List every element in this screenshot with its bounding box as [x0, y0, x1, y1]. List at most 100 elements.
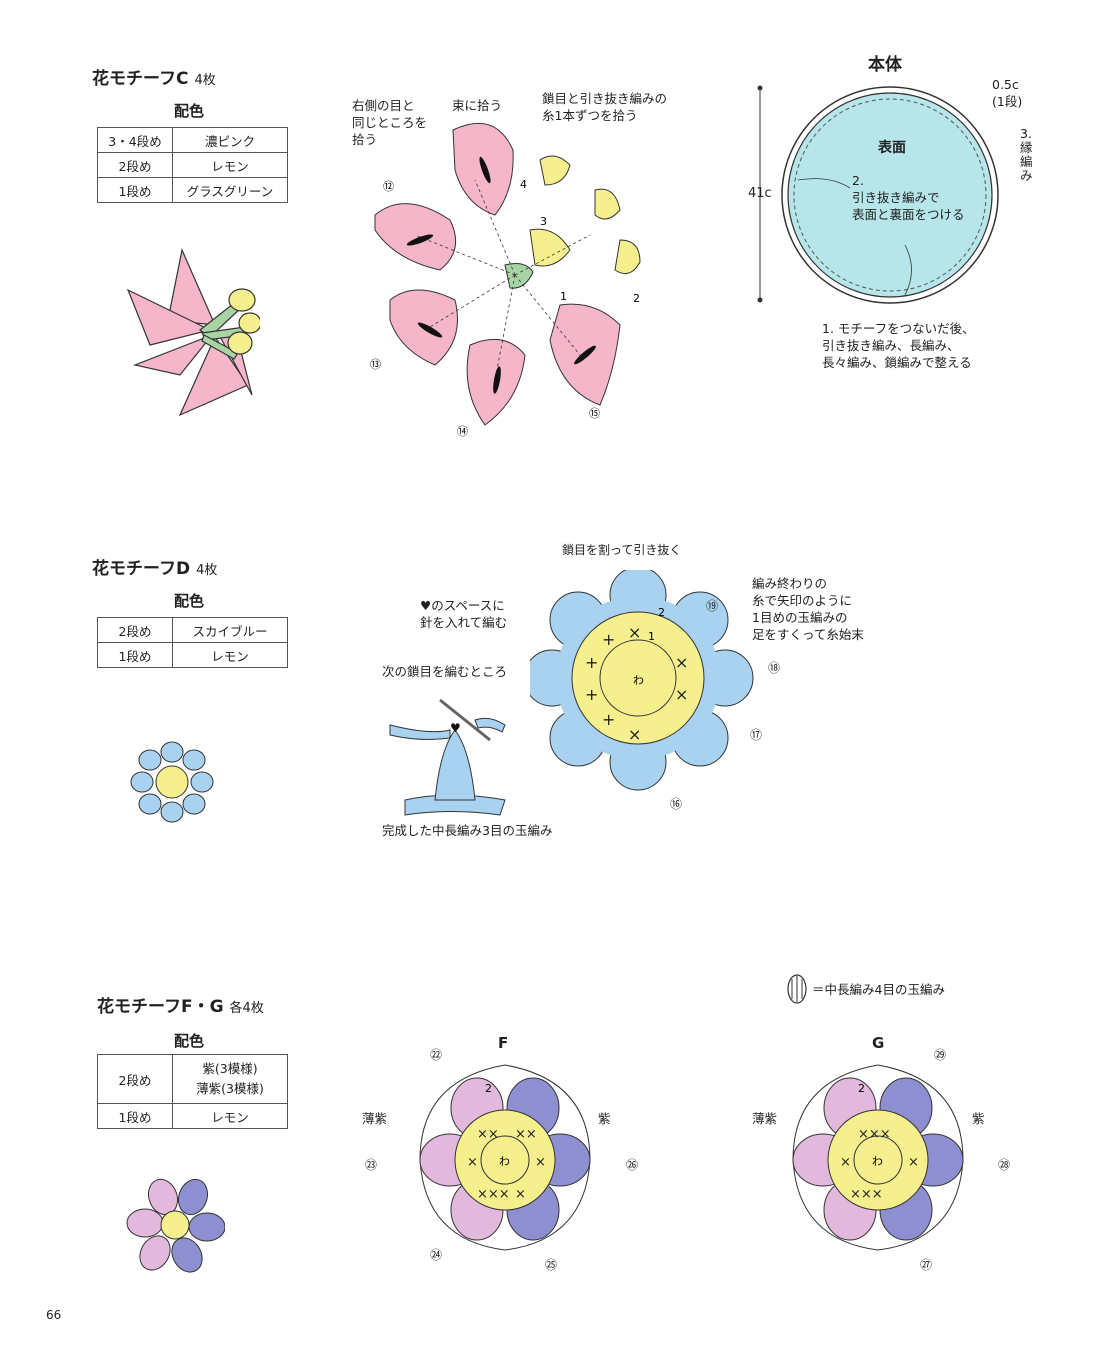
- svg-text:+: +: [585, 653, 598, 672]
- round-cell: 1段め: [97, 642, 173, 668]
- motif-d-color-table: 2段めスカイブルー 1段めレモン: [97, 617, 288, 668]
- round-cell: 1段め: [97, 177, 173, 203]
- marker-12: ⑫: [383, 180, 394, 193]
- marker-14: ⑭: [457, 425, 468, 438]
- center: [504, 263, 534, 289]
- motif-fg-color-table: 2段め紫(3模様) 薄紫(3模様) 1段めレモン: [97, 1054, 288, 1129]
- ring-label: わ: [633, 674, 644, 687]
- svg-text:+: +: [602, 710, 615, 729]
- round-cell: 1段め: [97, 1103, 173, 1129]
- svg-text:×: ×: [675, 653, 688, 672]
- motif-c-color-table: 3・4段め濃ピンク 2段めレモン 1段めグラスグリーン: [97, 127, 288, 203]
- stamen: [529, 228, 571, 267]
- motif-fg-haishoku: 配色: [173, 1032, 204, 1050]
- svg-text:×××: ×××: [477, 1187, 510, 1202]
- motif-d-flower-illustration: [130, 741, 214, 823]
- front-label: 表面: [878, 140, 906, 156]
- body-fill: [787, 92, 993, 298]
- svg-text:×: ×: [535, 1155, 546, 1170]
- note-one-strand: 鎖目と引き抜き編みの 糸1本ずつを拾う: [542, 91, 668, 123]
- round-cell: 2段め: [97, 1054, 173, 1104]
- motif-c-chart: ⑫ ⑬ ⑭ ⑮ 1 2 3 4: [370, 122, 641, 438]
- marker-29: ㉙: [934, 1048, 947, 1062]
- marker-16: ⑯: [670, 797, 683, 811]
- motif-c-count: 4枚: [194, 73, 216, 88]
- table-row: 1段めレモン: [97, 642, 288, 668]
- color-cell: 紫(3模様) 薄紫(3模様): [172, 1054, 288, 1104]
- stamen: [539, 155, 571, 186]
- color-cell: スカイブルー: [172, 617, 288, 643]
- motif-fg-title: 花モチーフF・G 各4枚: [97, 992, 264, 1017]
- table-row: 3・4段め濃ピンク: [97, 127, 288, 153]
- svg-text:×: ×: [908, 1155, 919, 1170]
- motif-c-haishoku: 配色: [173, 102, 204, 120]
- marker-25: ㉕: [545, 1258, 558, 1272]
- edge-note: 0.5c (1段): [992, 77, 1023, 109]
- center-yellow: [571, 611, 705, 745]
- note-completed: 完成した中長編み3目の玉編み: [382, 823, 553, 838]
- svg-text:+: +: [602, 630, 615, 649]
- svg-text:××: ××: [477, 1127, 499, 1142]
- note-next-chain: 次の鎖目を編むところ: [382, 664, 508, 679]
- round-2-label: 2: [485, 1082, 492, 1095]
- round-cell: 3・4段め: [97, 127, 173, 153]
- round-3-label: 3: [540, 215, 547, 228]
- svg-text:××: ××: [515, 1127, 537, 1142]
- ring-label: わ: [499, 1155, 510, 1168]
- round-2-label: 2: [658, 606, 665, 619]
- motif-f-right-color: 紫: [598, 1111, 611, 1126]
- svg-text:×: ×: [675, 685, 688, 704]
- svg-text:×××: ×××: [858, 1127, 891, 1142]
- motif-c-title-text: 花モチーフC: [92, 69, 189, 89]
- table-row: 2段め紫(3模様) 薄紫(3模様): [97, 1054, 288, 1104]
- motif-f-label: F: [498, 1034, 509, 1052]
- body-diagram: [757, 85, 999, 304]
- motif-fg-count: 各4枚: [229, 1001, 264, 1016]
- marker-22: ㉒: [430, 1048, 443, 1062]
- note-bundle: 束に拾う: [452, 98, 503, 113]
- motif-fg-title-text: 花モチーフF・G: [97, 997, 224, 1017]
- edging-note: 3. 縁 編 み: [1020, 126, 1033, 183]
- svg-text:♥: ♥: [450, 721, 461, 735]
- motif-d-title: 花モチーフD 4枚: [92, 554, 217, 579]
- marker-18: ⑱: [768, 661, 781, 675]
- note-finish: 編み終わりの 糸で矢印のように 1目めの玉編みの 足をすくって糸始末: [752, 576, 864, 642]
- page-number: 66: [46, 1308, 62, 1322]
- marker-15: ⑮: [589, 407, 600, 420]
- note-heart-space: ♥のスペースに 針を入れて編む: [420, 598, 508, 630]
- marker-17: ⑰: [750, 728, 763, 742]
- ring: [599, 639, 677, 717]
- table-row: 1段めグラスグリーン: [97, 177, 288, 203]
- puff-stitch-illustration: ♥: [389, 698, 506, 816]
- stamen: [594, 188, 621, 220]
- step-1-note: 1. モチーフをつないだ後、 引き抜き編み、長編み、 長々編み、鎖編みで整える: [822, 321, 975, 370]
- ring-label: わ: [872, 1155, 883, 1168]
- svg-text:×××: ×××: [850, 1187, 883, 1202]
- marker-13: ⑬: [370, 358, 381, 371]
- marker-24: ㉔: [430, 1248, 443, 1262]
- motif-d-title-text: 花モチーフD: [92, 559, 191, 579]
- motif-g-chart: わ 2 ××× ×× ×××: [792, 1064, 964, 1251]
- marker-23: ㉓: [365, 1158, 378, 1172]
- motif-g-left-color: 薄紫: [752, 1111, 778, 1126]
- note-split-chain: 鎖目を割って引き抜く: [562, 543, 682, 557]
- round-1-label: 1: [560, 290, 567, 303]
- color-cell: レモン: [172, 152, 288, 178]
- motif-d-haishoku: 配色: [173, 592, 204, 610]
- motif-d-count: 4枚: [196, 563, 218, 578]
- round-4-label: 4: [520, 178, 527, 191]
- marker-19: ⑲: [706, 599, 719, 613]
- motif-c-flower-illustration: [126, 248, 260, 417]
- marker-26: ㉖: [626, 1158, 639, 1172]
- table-row: 2段めレモン: [97, 152, 288, 178]
- round-2-label: 2: [633, 292, 640, 305]
- motif-f-left-color: 薄紫: [362, 1111, 388, 1126]
- svg-text:×: ×: [628, 623, 641, 642]
- svg-text:×: ×: [467, 1155, 478, 1170]
- marker-28: ㉘: [998, 1158, 1011, 1172]
- svg-text:×: ×: [628, 725, 641, 744]
- color-cell: グラスグリーン: [172, 177, 288, 203]
- body-title: 本体: [868, 55, 902, 75]
- round-2-label: 2: [858, 1082, 865, 1095]
- table-row: 2段めスカイブルー: [97, 617, 288, 643]
